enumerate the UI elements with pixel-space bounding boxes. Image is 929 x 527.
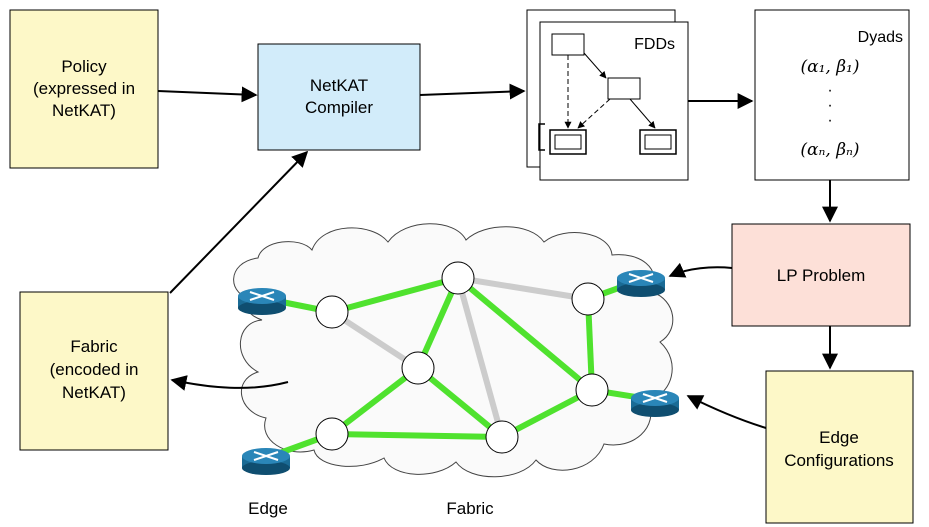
compiler-label-line1: NetKAT bbox=[310, 76, 368, 95]
fdd-edge-inner-leaf-left bbox=[577, 98, 611, 129]
router-icon bbox=[238, 288, 286, 315]
fdd-back-leaf bbox=[538, 123, 545, 151]
fdd-leaf-left-inner bbox=[554, 134, 582, 150]
edge-configurations-line1: Edge bbox=[819, 428, 859, 447]
switch-node bbox=[571, 282, 605, 316]
link-active bbox=[331, 275, 459, 315]
switch-node bbox=[575, 373, 609, 407]
dyad-dot-3: · bbox=[827, 112, 832, 129]
fabric-encoded-line3: NetKAT) bbox=[62, 383, 126, 402]
link-active bbox=[500, 387, 594, 440]
link-active bbox=[330, 365, 420, 437]
edge-routers bbox=[238, 270, 679, 475]
switch-node bbox=[315, 417, 349, 451]
fdd-leaf-right-inner bbox=[644, 134, 672, 150]
policy-box: Policy (expressed in NetKAT) bbox=[9, 9, 159, 169]
policy-box-rect bbox=[9, 9, 159, 169]
arrow-fabric-to-compiler bbox=[169, 150, 309, 294]
lp-problem-box: LP Problem bbox=[731, 223, 911, 327]
link-active bbox=[456, 275, 594, 393]
policy-label-line2: (expressed in bbox=[33, 79, 135, 98]
dyads-box-rect bbox=[754, 9, 910, 181]
fabric-encoded-line2: (encoded in bbox=[50, 360, 139, 379]
dyad-dot-2: · bbox=[827, 97, 832, 114]
lp-problem-rect bbox=[731, 223, 911, 327]
router-icon bbox=[631, 390, 679, 417]
fdd-edge-inner-leaf-right bbox=[629, 98, 656, 129]
compiler-label-line2: Compiler bbox=[305, 98, 373, 117]
link-active bbox=[331, 431, 503, 440]
fdd-leaf-left bbox=[549, 129, 587, 155]
edge-configurations-rect bbox=[765, 370, 914, 524]
switch-node bbox=[441, 261, 475, 295]
network-switches bbox=[315, 261, 609, 454]
fabric-encoded-box: Fabric (encoded in NetKAT) bbox=[19, 291, 169, 451]
router-icon bbox=[242, 448, 290, 475]
fdds-label: FDDs bbox=[634, 36, 675, 53]
policy-label-line3: NetKAT) bbox=[52, 101, 116, 120]
dyads-box: Dyads (α₁, β₁) · · · (αₙ, βₙ) bbox=[754, 9, 910, 181]
arrow-lp-to-router bbox=[668, 262, 733, 278]
edge-configurations-box: Edge Configurations bbox=[765, 370, 914, 524]
fdd-leaf-right bbox=[639, 129, 677, 155]
link-active bbox=[416, 365, 504, 440]
arrow-edge-configs-to-router bbox=[686, 395, 767, 429]
dyad-last: (αₙ, βₙ) bbox=[800, 140, 859, 160]
switch-node bbox=[401, 351, 435, 385]
switch-node bbox=[315, 295, 349, 329]
fabric-label: Fabric bbox=[446, 499, 494, 518]
edge-configurations-line2: Configurations bbox=[784, 451, 894, 470]
link-inactive bbox=[330, 309, 420, 371]
dyad-dot-1: · bbox=[827, 82, 832, 99]
lp-problem-label: LP Problem bbox=[777, 266, 866, 285]
fdd-root-node bbox=[551, 33, 585, 56]
compiler-box: NetKAT Compiler bbox=[257, 43, 421, 151]
switch-node bbox=[485, 420, 519, 454]
link-inactive bbox=[455, 277, 505, 438]
edge-label: Edge bbox=[248, 499, 288, 518]
fabric-encoded-line1: Fabric bbox=[70, 337, 118, 356]
arrow-network-to-fabric bbox=[170, 375, 289, 391]
compiler-box-rect bbox=[257, 43, 421, 151]
dyads-label: Dyads bbox=[858, 29, 903, 46]
link-inactive bbox=[457, 275, 589, 302]
fabric-encoded-rect bbox=[19, 291, 169, 451]
arrow-policy-to-compiler bbox=[157, 86, 258, 103]
router-icon bbox=[617, 270, 665, 297]
policy-label-line1: Policy bbox=[61, 57, 107, 76]
fdd-inner-node bbox=[607, 77, 641, 100]
dyad-first: (α₁, β₁) bbox=[800, 57, 859, 77]
fdd-edge-root-inner bbox=[583, 52, 607, 79]
fdds-box: FDDs bbox=[526, 9, 689, 181]
arrow-compiler-to-fdds bbox=[419, 83, 526, 100]
